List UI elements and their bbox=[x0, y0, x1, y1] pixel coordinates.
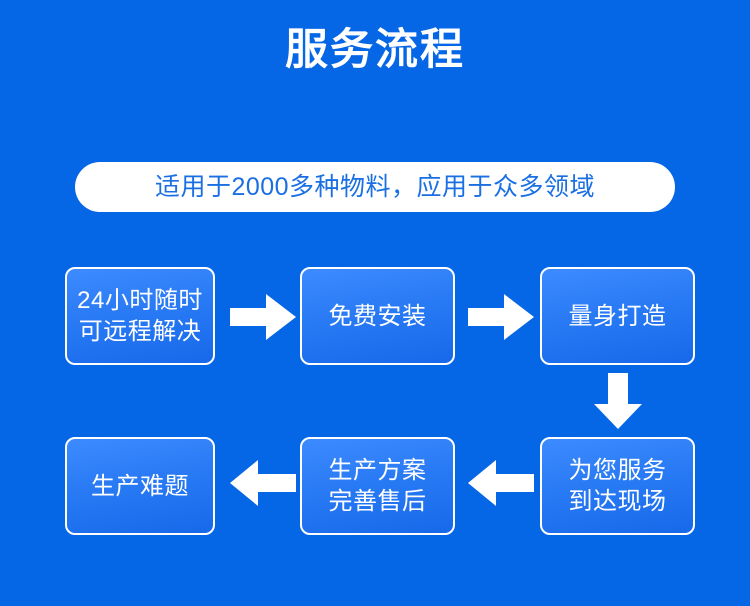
page-title: 服务流程 bbox=[285, 26, 465, 74]
arrow-left-icon-1 bbox=[468, 457, 534, 509]
flow-step-box-6: 为您服务 到达现场 bbox=[540, 437, 695, 535]
arrow-right-icon-1 bbox=[230, 292, 296, 342]
arrow-right-icon-2 bbox=[468, 292, 534, 342]
flow-step-box-5: 生产方案 完善售后 bbox=[300, 437, 455, 535]
flow-step-box-4: 生产难题 bbox=[65, 437, 215, 535]
arrow-left-icon-2 bbox=[230, 457, 296, 509]
flow-step-label-6: 为您服务 到达现场 bbox=[568, 457, 667, 515]
arrow-down-icon-1 bbox=[592, 373, 644, 429]
flow-step-box-3: 量身打造 bbox=[540, 267, 695, 365]
flow-step-label-2: 免费安装 bbox=[328, 302, 427, 330]
flow-step-label-5: 生产方案 完善售后 bbox=[328, 457, 427, 515]
flow-step-label-4: 生产难题 bbox=[91, 472, 189, 500]
subtitle-banner: 适用于2000多种物料，应用于众多领域 bbox=[75, 162, 675, 212]
flow-step-box-2: 免费安装 bbox=[300, 267, 455, 365]
flow-step-box-1: 24小时随时 可远程解决 bbox=[65, 267, 215, 365]
subtitle-banner-text: 适用于2000多种物料，应用于众多领域 bbox=[154, 173, 596, 201]
flow-step-label-3: 量身打造 bbox=[568, 302, 667, 330]
flow-step-label-1: 24小时随时 可远程解决 bbox=[77, 287, 203, 345]
